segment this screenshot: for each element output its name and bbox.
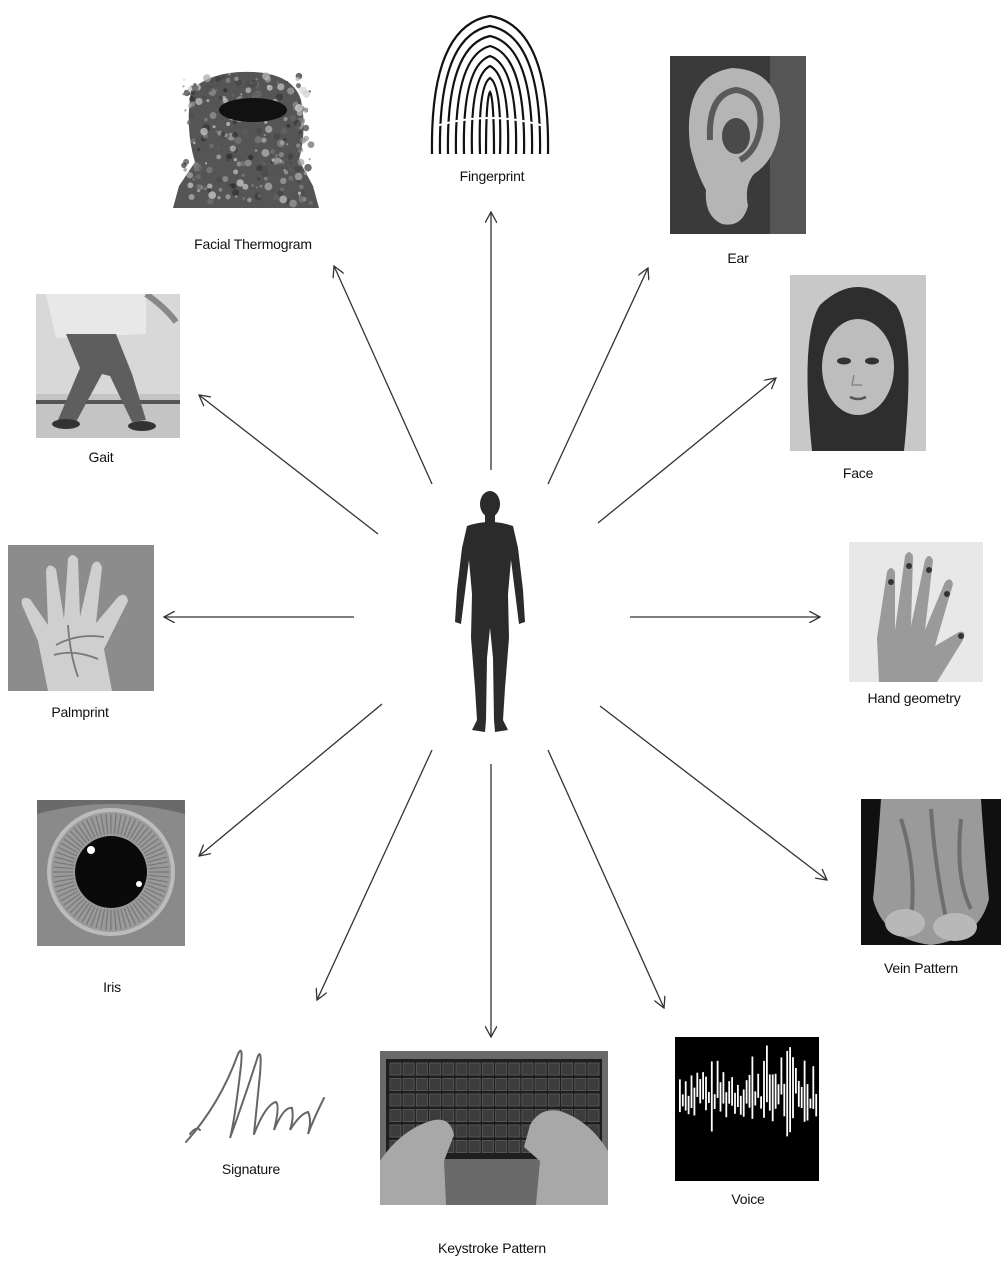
trait-label-iris: Iris <box>103 979 121 995</box>
thermogram-image <box>173 70 321 208</box>
arrow-vein-pattern <box>599 705 827 880</box>
arrow-signature <box>317 749 433 1000</box>
hand-image <box>849 542 983 682</box>
arrow-ear <box>547 268 648 485</box>
keyboard-image <box>380 1051 608 1205</box>
trait-label-fingerprint: Fingerprint <box>459 168 525 184</box>
vein-image <box>861 799 1001 945</box>
arrow-gait <box>199 395 379 535</box>
human-silhouette-icon <box>445 488 535 736</box>
trait-label-facial-thermogram: Facial Thermogram <box>194 236 312 252</box>
palm-image <box>8 545 154 691</box>
trait-label-keystroke-pattern: Keystroke Pattern <box>438 1240 546 1256</box>
signature-image <box>180 1034 328 1150</box>
trait-label-voice: Voice <box>731 1191 765 1207</box>
ear-image <box>670 56 806 234</box>
arrow-voice <box>547 749 664 1008</box>
voice-waveform-image <box>675 1037 819 1181</box>
trait-label-hand-geometry: Hand geometry <box>867 690 961 706</box>
walking-legs-image <box>36 294 180 438</box>
trait-label-face: Face <box>842 465 874 481</box>
trait-label-signature: Signature <box>221 1161 281 1177</box>
arrow-iris <box>199 703 383 856</box>
eye-image <box>37 800 185 946</box>
face-image <box>790 275 926 451</box>
trait-label-gait: Gait <box>88 449 114 465</box>
arrow-facial-thermogram <box>334 266 433 485</box>
fingerprint-image <box>424 6 556 154</box>
trait-label-vein-pattern: Vein Pattern <box>884 960 958 976</box>
arrow-face <box>597 378 776 524</box>
trait-label-palmprint: Palmprint <box>51 704 109 720</box>
trait-label-ear: Ear <box>727 250 749 266</box>
